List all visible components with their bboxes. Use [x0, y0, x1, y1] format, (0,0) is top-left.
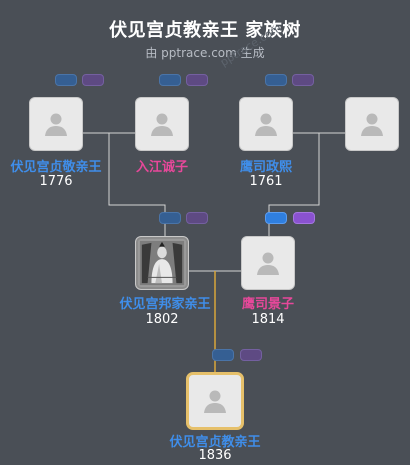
expand-mother-icon[interactable] — [293, 212, 315, 224]
person-card-gm-paternal[interactable] — [135, 97, 189, 151]
person-card-subject[interactable] — [186, 372, 244, 430]
person-year-subject: 1836 — [198, 448, 232, 463]
expand-mother-icon[interactable] — [82, 74, 104, 86]
person-year-gf-maternal: 1761 — [249, 174, 283, 189]
expand-father-icon[interactable] — [55, 74, 77, 86]
expand-father-icon[interactable] — [265, 212, 287, 224]
person-card-gf-maternal[interactable] — [239, 97, 293, 151]
expand-mother-icon[interactable] — [186, 74, 208, 86]
person-silhouette-icon — [255, 113, 277, 136]
person-name-subject[interactable]: 伏见宫贞教亲王 — [169, 435, 261, 450]
person-silhouette-icon — [204, 390, 226, 413]
person-year-gf-paternal: 1776 — [39, 174, 73, 189]
page-title: 伏见宫贞教亲王 家族树 — [109, 20, 301, 41]
expand-father-icon[interactable] — [159, 212, 181, 224]
expand-mother-icon[interactable] — [186, 212, 208, 224]
person-name-gf-paternal[interactable]: 伏见宫贞敬亲王 — [10, 160, 102, 175]
person-name-gm-paternal[interactable]: 入江诚子 — [135, 160, 188, 175]
expand-mother-icon[interactable] — [240, 349, 262, 361]
page-subtitle: 由 pptrace.com 生成 — [145, 46, 265, 60]
person-silhouette-icon — [361, 113, 383, 136]
expand-father-icon[interactable] — [159, 74, 181, 86]
person-card-gm-maternal[interactable] — [345, 97, 399, 151]
person-card-father[interactable] — [135, 236, 189, 290]
expand-father-icon[interactable] — [265, 74, 287, 86]
person-silhouette-icon — [257, 252, 279, 275]
expand-mother-icon[interactable] — [292, 74, 314, 86]
person-silhouette-icon — [151, 113, 173, 136]
person-year-mother: 1814 — [251, 312, 285, 327]
person-card-mother[interactable] — [241, 236, 295, 290]
person-name-mother[interactable]: 鹰司景子 — [241, 297, 294, 312]
person-silhouette-icon — [45, 113, 67, 136]
portrait-photo — [138, 239, 186, 287]
expand-father-icon[interactable] — [212, 349, 234, 361]
person-year-father: 1802 — [145, 312, 179, 327]
person-name-father[interactable]: 伏见宫邦家亲王 — [119, 297, 211, 312]
person-name-gf-maternal[interactable]: 鹰司政熙 — [239, 160, 292, 175]
person-card-gf-paternal[interactable] — [29, 97, 83, 151]
